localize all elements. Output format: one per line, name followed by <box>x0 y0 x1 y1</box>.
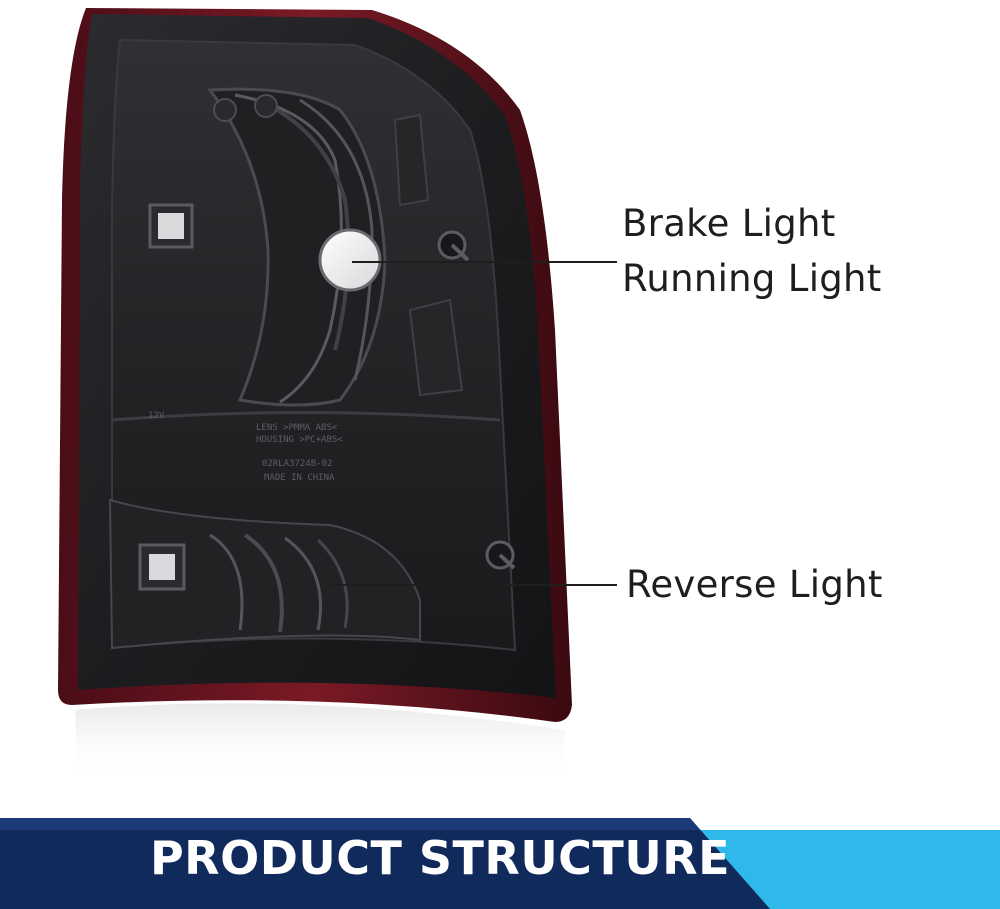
reverse-light-label: Reverse Light <box>626 563 883 606</box>
molded-markings: 12V LENS >PMMA ABS< HOUSING >PC+ABS< 02R… <box>148 411 343 483</box>
svg-text:MADE IN CHINA: MADE IN CHINA <box>264 473 335 483</box>
svg-text:02RLA3724B-02: 02RLA3724B-02 <box>262 459 332 469</box>
lower-reflector-ribs <box>108 498 421 650</box>
banner-navy-band <box>0 818 770 909</box>
floor-reflection <box>75 703 565 820</box>
brake-light-label: Brake Light <box>622 202 836 245</box>
svg-text:HOUSING >PC+ABS<: HOUSING >PC+ABS< <box>256 435 343 445</box>
tail-light-photo: 12V LENS >PMMA ABS< HOUSING >PC+ABS< 02R… <box>58 8 617 820</box>
lower-connector-tab <box>138 543 186 591</box>
product-structure-banner <box>0 818 1000 909</box>
svg-text:12V: 12V <box>148 411 165 421</box>
banner-title: PRODUCT STRUCTURE <box>149 831 731 885</box>
running-light-label: Running Light <box>622 257 882 300</box>
banner-accent-stripe <box>700 830 1000 909</box>
upper-bulb-socket <box>318 228 382 292</box>
svg-text:LENS >PMMA ABS<: LENS >PMMA ABS< <box>256 423 338 433</box>
